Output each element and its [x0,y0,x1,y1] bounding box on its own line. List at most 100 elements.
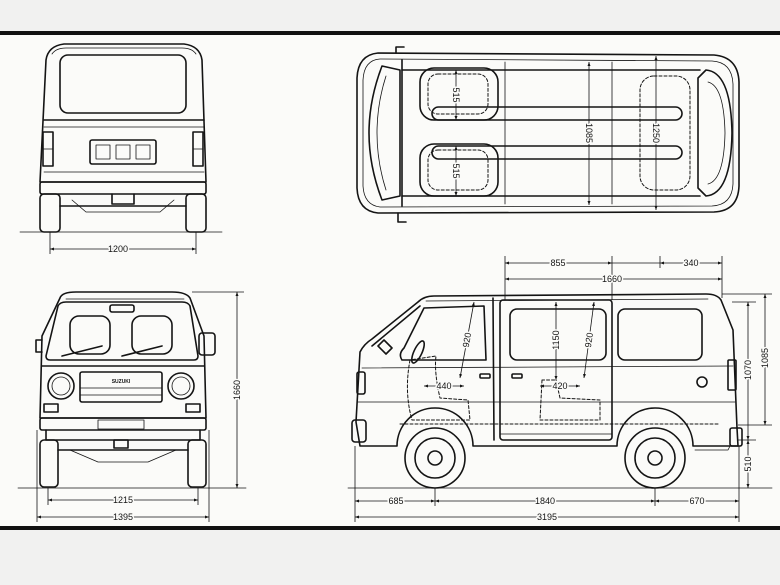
side-front-seat-label: 440 [436,381,451,391]
side-door-diagonal-label: 920 [461,332,473,349]
front-wheel-right [187,439,207,488]
side-body-height-label: 1070 [743,360,753,380]
top-mirror-upper [395,46,405,54]
plate-char-3 [135,144,151,160]
front-plate [97,419,145,430]
side-rear-bumper [729,427,743,447]
top-body-outline [356,52,740,214]
side-front-door-edge [492,297,495,441]
top-outer-width-label: 1250 [651,123,661,143]
front-wheel-left [39,439,59,488]
front-seat-right [131,315,173,355]
side-front-tire [404,427,466,489]
top-windshield [368,65,401,201]
top-roof-outline [362,58,734,208]
bottom-margin [0,530,780,585]
interior-mirror [109,304,135,313]
turn-signal-left [43,403,59,413]
top-rack-bar-upper [431,106,683,121]
side-door-diagonal-dim [459,301,475,379]
top-margin [0,0,780,31]
headlight-right [167,372,195,400]
front-height-label: 1660 [232,380,242,400]
rear-differential [71,199,175,213]
fuel-lid [696,376,708,388]
side-cabin-length-label: 1660 [602,274,622,284]
rear-bumper [39,181,207,195]
side-windshield-edge [371,305,421,347]
top-rear-window-inner [707,81,726,185]
side-rear-hub [647,450,663,466]
front-valance [45,429,201,441]
rear-wheel-left [39,193,61,233]
top-inner-width-label: 1085 [584,123,594,143]
side-front-hub [427,450,443,466]
wiper-left [61,345,103,357]
side-front-bumper [351,419,367,443]
top-seat-lower-label: 515 [451,163,461,178]
sliding-door-handle [511,373,523,379]
side-sliding-window [509,308,607,361]
plate-char-1 [95,144,111,160]
side-sliding-door [499,299,613,441]
side-wheelbase-label: 1840 [535,496,555,506]
side-rear-window [617,308,703,361]
rear-width-dimension [49,232,197,254]
side-rear-seat-label: 420 [552,381,567,391]
top-rear-window [697,69,733,197]
exhaust-pipe [694,445,731,451]
tow-hitch [111,193,135,205]
side-roof-rear-label: 340 [683,258,698,268]
top-windshield-inner [376,75,387,191]
side-front-overhang-label: 685 [388,496,403,506]
side-rear-tire [624,427,686,489]
rear-roof-gutter [51,47,197,55]
rear-width-label: 1200 [108,244,128,254]
side-rear-rim [634,437,676,479]
grille-badge: SUZUKI [112,379,131,385]
side-mirror-left [35,339,43,353]
front-suspension [69,449,177,463]
side-roof-front-label: 855 [550,258,565,268]
top-frame-rule [0,31,780,35]
side-mirror-right [198,332,216,356]
rear-window [59,54,187,114]
side-front-window [399,305,487,361]
front-view [17,291,247,489]
top-rack-bar-lower [431,145,683,160]
front-body-outline [39,291,207,419]
front-tread-label: 1215 [113,495,133,505]
front-bumper [39,417,207,431]
wiper-right [121,345,163,357]
plate-char-2 [115,144,131,160]
front-door-handle [479,373,491,379]
headlight-left-inner [51,376,71,396]
rear-view [19,43,223,233]
side-view-dimensions [354,256,772,522]
side-overall-length-label: 3195 [537,512,557,522]
side-mirror [377,339,393,355]
rear-body-outline [39,43,207,183]
top-view [356,46,740,223]
front-tow-hook [113,439,129,449]
side-door-opening-label: 1150 [551,330,561,349]
top-seat-lower [419,143,499,197]
side-seat-back-dim [583,301,595,379]
license-plate [89,139,157,165]
top-seat-upper-cushion [427,73,489,115]
steering-wheel [410,340,426,364]
side-front-seat [406,355,471,421]
side-floor-height-label: 510 [743,456,753,471]
side-front-rim [414,437,456,479]
front-width-label: 1395 [113,512,133,522]
top-seat-upper-label: 515 [451,87,461,102]
side-tail-light [727,359,737,391]
rear-wheel-right [185,193,207,233]
bottom-frame-rule [0,526,780,530]
side-body-outline [355,293,739,447]
front-windshield [45,301,199,361]
front-seat-left [69,315,111,355]
side-belt-line [361,365,734,369]
side-view [347,293,773,489]
